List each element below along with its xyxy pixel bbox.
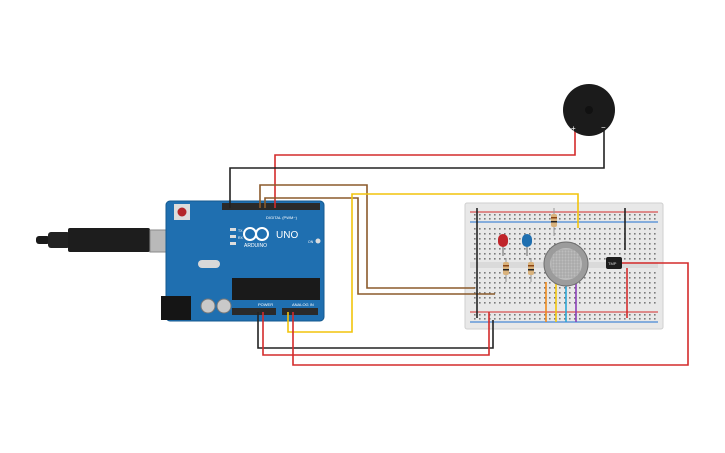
wire-buzzer-negative — [229, 128, 605, 208]
wire-brown-a — [259, 184, 475, 289]
buzzer-plus-label: + — [571, 124, 576, 133]
wire-yellow-sensor — [287, 193, 579, 333]
resistor-1 — [503, 258, 509, 282]
wire-brown-b — [264, 197, 495, 295]
usb-cable — [36, 228, 187, 253]
piezo-buzzer: + − — [563, 84, 615, 136]
resistor-3 — [551, 208, 557, 236]
gas-sensor — [543, 241, 589, 287]
arduino-uno-board: UNO ARDUINO DIGITAL (PWM~) POWER ANALOG … — [161, 200, 325, 322]
temperature-sensor: TMP — [606, 257, 622, 269]
wire-buzzer-positive — [274, 128, 576, 208]
power-jack — [161, 296, 191, 320]
power-label: POWER — [258, 302, 273, 307]
wires — [229, 128, 689, 366]
resistor-2 — [528, 258, 534, 282]
arduino-logo-icon — [243, 227, 269, 241]
analog-label: ANALOG IN — [292, 302, 314, 307]
digital-header — [222, 203, 320, 210]
blue-led — [522, 234, 532, 256]
red-led — [498, 234, 508, 256]
tx-label: TX — [238, 229, 243, 233]
board-model-label: UNO — [276, 230, 298, 241]
on-label: ON — [308, 240, 314, 244]
analog-header — [282, 308, 318, 315]
tmp-label: TMP — [608, 261, 617, 266]
digital-label: DIGITAL (PWM~) — [266, 215, 298, 220]
breadboard-components: TMP — [498, 208, 622, 287]
board-brand-label: ARDUINO — [244, 243, 267, 249]
wire-red-tmp — [292, 262, 689, 366]
wire-black-gnd — [257, 312, 494, 349]
rx-label: RX — [238, 236, 244, 240]
wire-red-5v — [262, 312, 490, 356]
power-header — [232, 308, 276, 315]
buzzer-minus-label: − — [601, 123, 606, 132]
atmega-chip — [232, 278, 320, 300]
